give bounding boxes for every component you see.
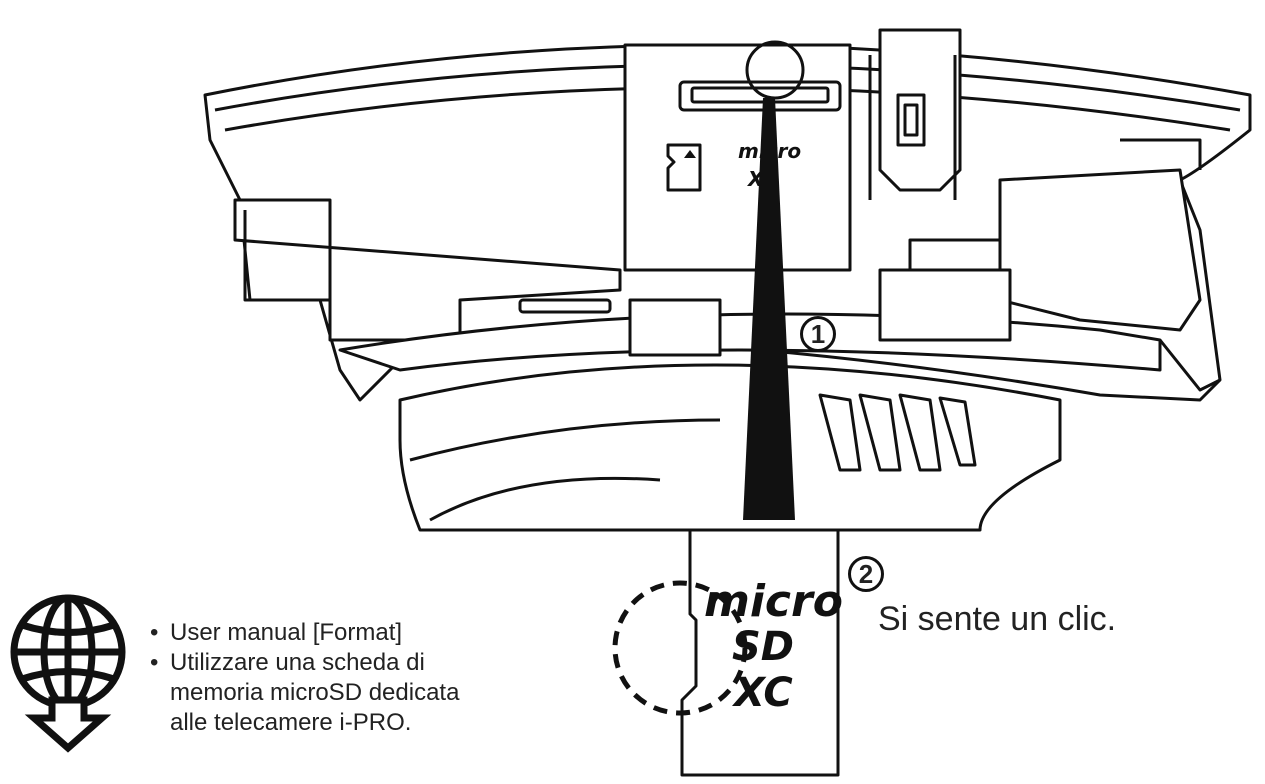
note-item-manual: User manual [Format] xyxy=(150,618,459,648)
step1-number: 1 xyxy=(810,318,826,349)
step2-marker: 2 xyxy=(848,556,884,592)
notes-list: User manual [Format] Utilizzare una sche… xyxy=(150,618,459,738)
left-housing xyxy=(233,198,622,342)
card-logo-micro: micro xyxy=(704,576,843,627)
step1-marker: 1 xyxy=(800,316,836,352)
microsd-card xyxy=(680,528,840,777)
right-housing xyxy=(998,168,1202,332)
lens-housing xyxy=(398,363,1062,532)
note-line: User manual [Format] xyxy=(170,619,403,646)
note-line: alle telecamere i-PRO. xyxy=(170,709,412,736)
step2-caption: Si sente un clic. xyxy=(878,600,1117,638)
card-dashed-circle xyxy=(612,580,748,716)
note-item-microsd: Utilizzare una scheda di memoria microSD… xyxy=(150,648,459,738)
globe-download-icon xyxy=(10,594,126,753)
note-line: memoria microSD dedicata xyxy=(170,679,460,706)
card-logo-xc: XC xyxy=(731,670,793,716)
callout-wedge xyxy=(743,98,795,520)
note-line: Utilizzare una scheda di xyxy=(170,649,425,676)
step2-number: 2 xyxy=(858,558,874,589)
card-logo-sd: SD xyxy=(732,624,794,670)
